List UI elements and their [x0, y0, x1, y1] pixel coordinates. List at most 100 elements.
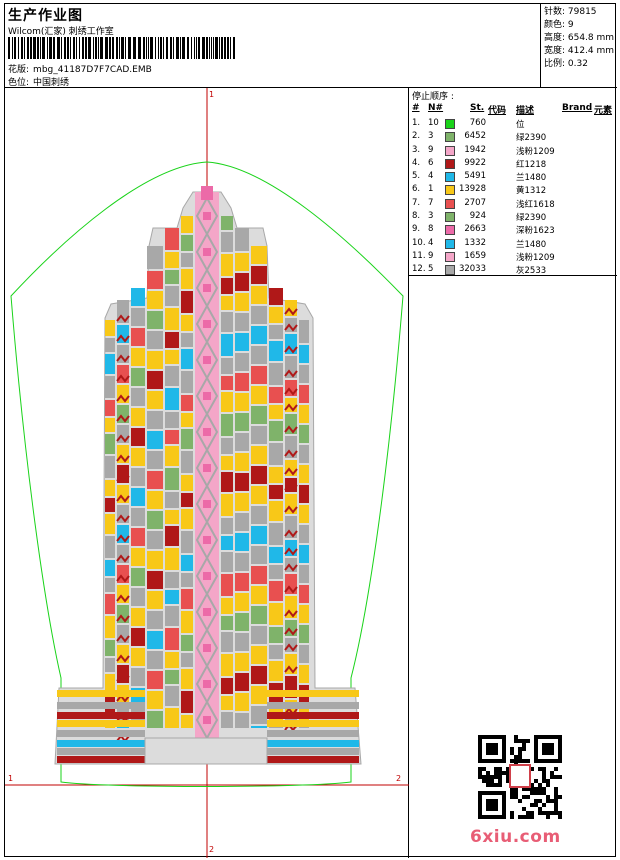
qr-module: [546, 783, 550, 787]
qr-module: [534, 739, 538, 743]
stitch-block: [285, 318, 297, 332]
stitch-block: [269, 661, 283, 681]
stitch-block: [251, 286, 267, 304]
stitch-block: [299, 505, 309, 523]
col-brand: Brand: [562, 103, 593, 113]
qr-module: [502, 811, 506, 815]
company-name: Wilcom(汇家) 刺绣工作室: [8, 27, 114, 37]
qr-module: [506, 775, 510, 779]
stitch-block: [269, 523, 283, 545]
stitch-block: [251, 406, 267, 424]
colorway-line: 色位:中国刺绣: [8, 75, 69, 88]
zigzag-stitch: [284, 585, 298, 594]
stitch-block: [251, 366, 267, 384]
zigzag-stitch: [284, 707, 298, 716]
qr-module: [478, 791, 482, 795]
stitch-block: [181, 395, 193, 411]
row-stitches: 5491: [464, 171, 486, 182]
qr-module: [478, 747, 482, 751]
row-description: 浅粉1209: [516, 146, 555, 157]
stitch-block: [221, 518, 233, 534]
diamond-center: [203, 644, 211, 652]
page-title: 生产作业图: [8, 8, 83, 24]
qr-module: [502, 755, 506, 759]
stitch-block: [221, 312, 233, 332]
row-stitches: 9922: [464, 157, 486, 168]
row-needle: 10: [428, 118, 439, 128]
stitch-block: [221, 712, 233, 728]
zigzag-stitch: [284, 425, 298, 434]
stitch-block: [131, 308, 145, 326]
stitch-block: [269, 288, 283, 305]
stitch-block: [181, 349, 193, 369]
qr-module: [530, 811, 534, 815]
stitch-block: [165, 526, 179, 546]
stitch-block: [181, 315, 193, 331]
col-code: 代码: [488, 106, 507, 116]
zigzag-stitch: [116, 594, 130, 603]
stitch-block: [165, 548, 179, 570]
stitch-block: [235, 693, 249, 711]
zigzag-stitch: [284, 369, 298, 378]
qr-module: [486, 779, 490, 783]
qr-module: [478, 811, 482, 815]
embroidery-design: [5, 88, 409, 858]
hem-band-left: [57, 690, 145, 697]
diamond-center: [203, 608, 211, 616]
qr-module: [482, 815, 486, 819]
stitch-block: [251, 586, 267, 604]
qr-module: [546, 779, 550, 783]
row-description: 浅粉1209: [516, 252, 555, 263]
stitch-block: [251, 246, 267, 264]
stitch-block: [131, 388, 145, 406]
qr-module: [514, 791, 518, 795]
stitch-block: [285, 620, 297, 636]
qr-module: [498, 815, 502, 819]
qr-module: [490, 779, 494, 783]
qr-module: [482, 759, 486, 763]
qr-module: [478, 767, 482, 771]
qr-module: [498, 735, 502, 739]
qr-module: [506, 779, 510, 783]
color-swatch: [445, 145, 455, 156]
stitch-block: [285, 398, 297, 412]
col-element: 元素: [594, 106, 613, 116]
color-swatch: [445, 251, 455, 262]
row-index: 1.: [412, 118, 421, 128]
stitch-count: 针数: 79815: [544, 7, 597, 17]
qr-module: [494, 767, 498, 771]
qr-module: [522, 747, 526, 751]
stitch-block: [147, 246, 163, 269]
stitch-block: [165, 468, 179, 490]
col-description: 描述: [516, 106, 535, 116]
stitch-block: [235, 653, 249, 671]
zigzag-stitch: [116, 314, 130, 323]
file-name: mbg_41187D7F7CAD.EMB: [33, 65, 152, 75]
row-needle: 4: [428, 171, 434, 182]
stitch-block: [165, 708, 179, 728]
qr-module: [510, 791, 514, 795]
stitch-block: [299, 425, 309, 443]
qr-module: [518, 755, 522, 759]
row-index: 12.: [412, 264, 426, 275]
qr-module: [514, 735, 518, 739]
stitch-block: [105, 578, 115, 592]
qr-module: [526, 795, 530, 799]
stitch-block: [285, 300, 297, 316]
hem-band-left: [57, 702, 145, 709]
stitch-block: [147, 571, 163, 589]
stitch-block: [147, 411, 163, 429]
qr-module: [518, 759, 522, 763]
qr-module: [538, 735, 542, 739]
stitch-block: [251, 566, 267, 584]
qr-center-seal: [509, 764, 531, 788]
qr-module: [542, 791, 546, 795]
stitch-block: [221, 616, 233, 630]
stitch-block: [147, 471, 163, 489]
diamond-center: [203, 212, 211, 220]
qr-module: [510, 815, 514, 819]
qr-module: [494, 771, 498, 775]
stitch-block: [251, 486, 267, 504]
qr-module: [486, 759, 490, 763]
